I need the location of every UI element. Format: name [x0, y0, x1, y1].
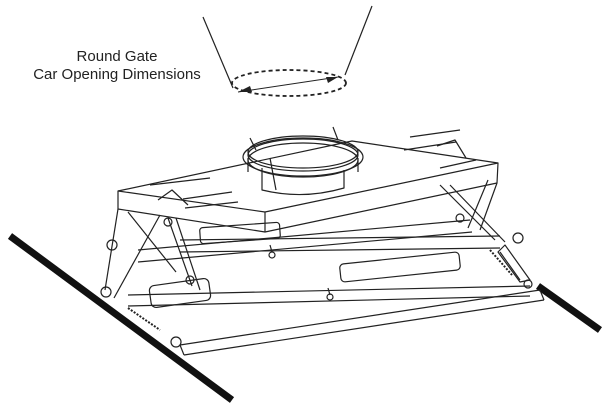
callout-line-1: Round Gate [76, 48, 158, 65]
pneumatic-cylinders [148, 221, 461, 309]
chain-drive [127, 244, 531, 331]
conveyor-rail-left [7, 233, 235, 403]
frame-top-plate [117, 129, 499, 233]
car-opening-cone [202, 5, 373, 97]
callout-line-2: Car Opening Dimensions [33, 66, 201, 83]
round-gate-ring [242, 126, 364, 196]
scissor-frame [100, 179, 545, 356]
conveyor-rail-right [535, 283, 602, 333]
callout-label: Round Gate Car Opening Dimensions [10, 48, 224, 84]
